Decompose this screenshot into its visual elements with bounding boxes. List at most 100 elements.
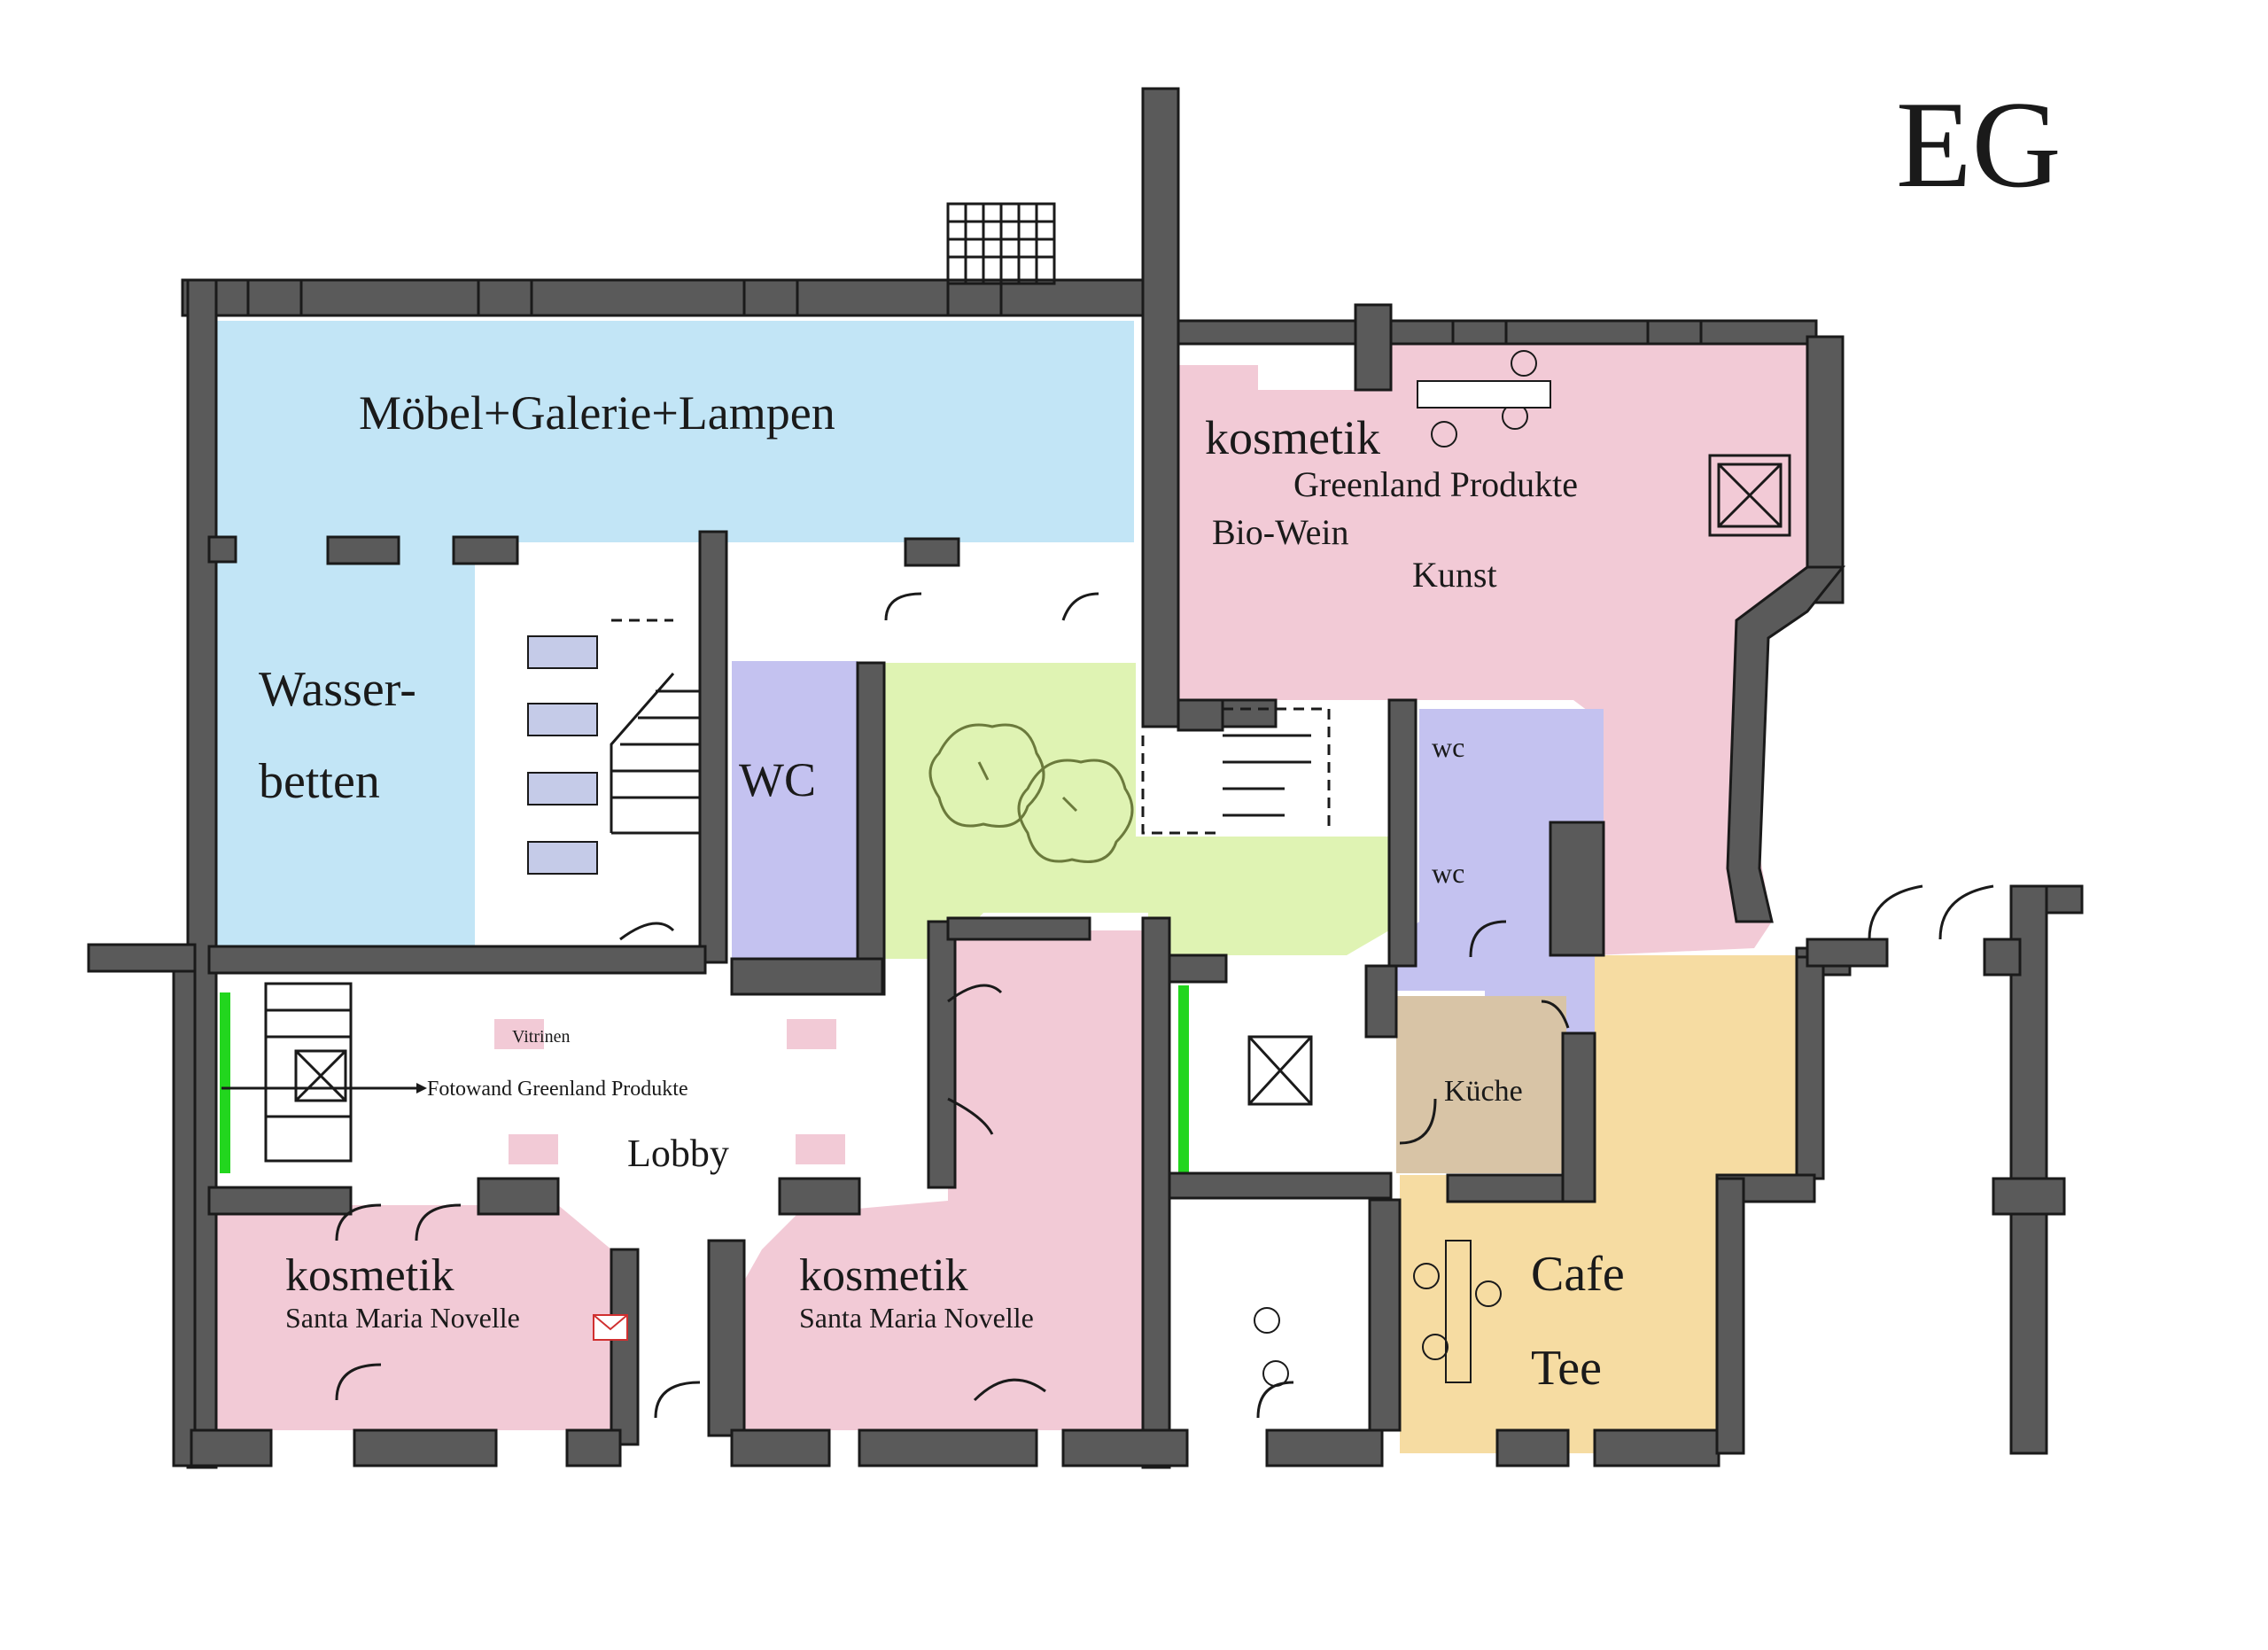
wall xyxy=(326,535,400,565)
elevator-icon xyxy=(294,1049,347,1102)
wall xyxy=(1141,87,1180,728)
wall xyxy=(1368,1198,1402,1432)
elevator-icon xyxy=(1247,1035,1313,1106)
wall xyxy=(190,1428,273,1467)
room-cafe-fill xyxy=(1400,955,1797,1453)
waterbed-box xyxy=(527,703,598,736)
wall xyxy=(2045,884,2084,915)
wall xyxy=(1061,1428,1189,1467)
wall xyxy=(856,661,886,996)
wall xyxy=(707,1239,746,1437)
room-label-smn-mid: Santa Maria Novelle xyxy=(799,1302,1034,1334)
wall xyxy=(730,1428,831,1467)
room-label-moebel: Möbel+Galerie+Lampen xyxy=(359,386,835,440)
room-label-wc-small-2: wc xyxy=(1432,857,1464,889)
vitrine-box xyxy=(509,1134,558,1164)
room-kueche-fill xyxy=(1396,996,1566,1173)
wall xyxy=(698,530,728,964)
wall xyxy=(353,1428,498,1467)
wall xyxy=(1795,955,1825,1180)
room-fills xyxy=(206,321,1807,1453)
walls xyxy=(87,87,2084,1469)
wall xyxy=(207,535,237,564)
room-label-kosmetik-mid: kosmetik xyxy=(799,1250,968,1301)
accent-strip xyxy=(1178,985,1189,1173)
room-label-greenland: Greenland Produkte xyxy=(1293,464,1578,504)
garden-fill xyxy=(884,663,1389,959)
wall xyxy=(946,916,1091,941)
wall xyxy=(1354,303,1393,392)
wall xyxy=(1221,698,1278,728)
accent-strip xyxy=(220,992,230,1173)
room-kosmetik-mid-fill xyxy=(732,930,1143,1430)
staircase-icon xyxy=(610,619,702,835)
elevator-icon xyxy=(1708,454,1791,537)
wall xyxy=(1983,938,2022,977)
wall xyxy=(904,537,960,567)
room-label-lobby: Lobby xyxy=(627,1132,729,1175)
mail-icon xyxy=(593,1314,628,1341)
doors xyxy=(335,592,1994,1419)
floor-label: EG xyxy=(1896,76,2062,214)
wall xyxy=(2009,884,2048,1455)
tree-icon xyxy=(928,723,1045,828)
room-label-tee: Tee xyxy=(1531,1341,1602,1396)
wall xyxy=(1806,335,1845,604)
wall xyxy=(1446,1173,1565,1203)
wall xyxy=(1593,1428,1720,1467)
staircase-icon xyxy=(946,202,1056,285)
room-label-wc-small-1: wc xyxy=(1432,731,1464,763)
wall xyxy=(1806,938,1889,968)
window-marks xyxy=(246,280,1703,344)
wall xyxy=(610,1248,640,1446)
label-fotowand: Fotowand Greenland Produkte xyxy=(427,1078,688,1101)
wall xyxy=(858,1428,1038,1467)
room-label-kunst: Kunst xyxy=(1412,555,1497,595)
room-label-cafe: Cafe xyxy=(1531,1247,1625,1302)
room-wasserbetten-fill xyxy=(216,542,475,948)
room-label-kosmetik-left: kosmetik xyxy=(285,1250,454,1301)
vitrine-box xyxy=(796,1134,845,1164)
wall xyxy=(181,278,1159,317)
wall xyxy=(1265,1428,1384,1467)
room-kosmetik-left-fill xyxy=(216,1205,620,1430)
room-label-wasser-2: betten xyxy=(259,754,380,809)
wall xyxy=(730,957,884,996)
room-label-biowein: Bio-Wein xyxy=(1212,512,1349,552)
wall xyxy=(1992,1177,2066,1216)
room-label-wasser-1: Wasser- xyxy=(259,662,416,717)
waterbed-box xyxy=(527,841,598,875)
chair-icon xyxy=(1254,350,1551,1387)
vitrine-box xyxy=(787,1019,836,1049)
room-label-smn-left: Santa Maria Novelle xyxy=(285,1302,520,1334)
room-label-kueche: Küche xyxy=(1444,1075,1523,1108)
wall xyxy=(1715,1177,1745,1455)
wall xyxy=(1168,1171,1393,1200)
wall xyxy=(1168,953,1228,984)
wall xyxy=(207,1186,353,1216)
wall xyxy=(207,945,707,975)
staircase-icon xyxy=(264,982,353,1163)
staircase-icon xyxy=(1141,707,1331,835)
waterbed-box xyxy=(527,772,598,806)
wall xyxy=(186,278,218,1469)
room-moebel-fill xyxy=(206,321,1134,542)
wall xyxy=(1561,1031,1596,1203)
wall xyxy=(565,1428,622,1467)
room-label-kosmetik-top: kosmetik xyxy=(1205,411,1380,464)
waterbed-box xyxy=(527,635,598,669)
room-kosmetik-top-fill xyxy=(1178,337,1807,955)
wall xyxy=(477,1177,560,1216)
wall xyxy=(1495,1428,1570,1467)
wall xyxy=(1364,964,1398,1039)
label-vitrinen: Vitrinen xyxy=(512,1027,570,1047)
wall xyxy=(927,920,957,1189)
tree-icon xyxy=(1017,759,1134,863)
wall xyxy=(1141,916,1171,1469)
room-label-wc-left: WC xyxy=(739,753,816,806)
wall xyxy=(1177,319,1818,346)
room-wc-left-fill xyxy=(732,661,858,962)
wall xyxy=(1726,565,1846,923)
vitrine-box xyxy=(494,1019,544,1049)
